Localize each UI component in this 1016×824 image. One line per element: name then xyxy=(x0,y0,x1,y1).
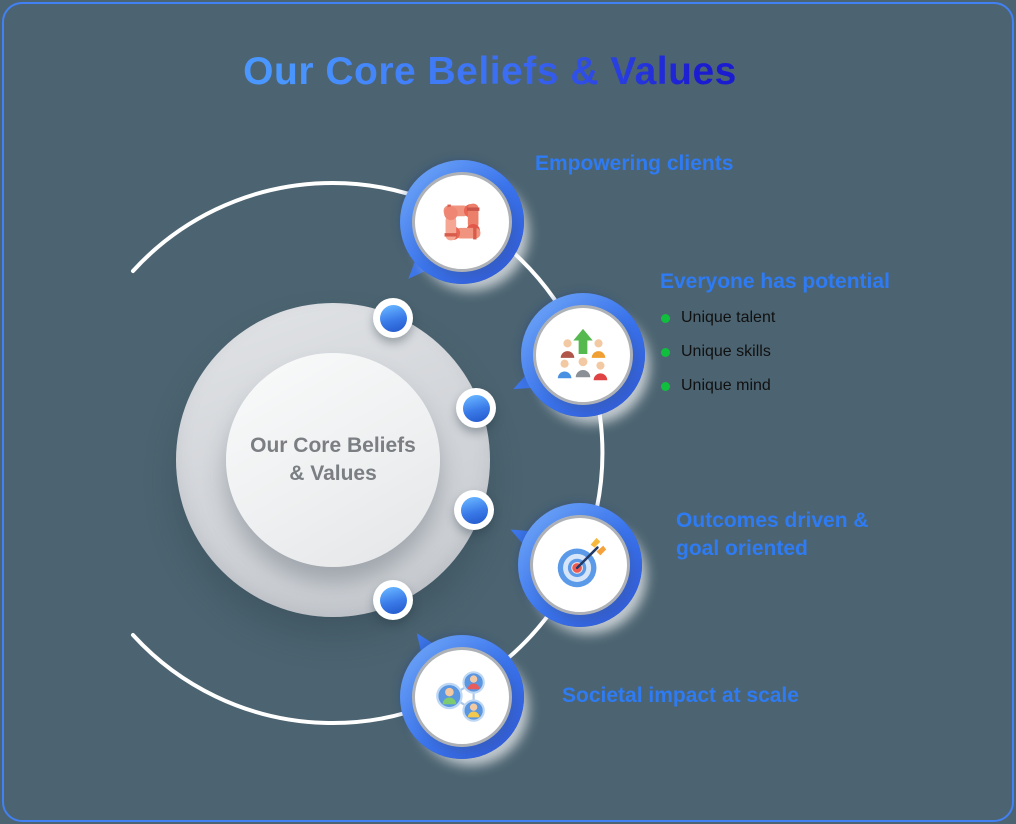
orbit-dot-3 xyxy=(454,490,494,530)
page-title-text: Our Core Beliefs & Values xyxy=(243,50,737,93)
belief-label-empowering-clients: Empowering clients xyxy=(535,152,734,175)
bubble-inner-circle xyxy=(530,515,630,615)
belief-bubble-everyone-has-potential xyxy=(521,293,645,417)
orbit-dot-4 xyxy=(373,580,413,620)
belief-bubble-outcomes-driven xyxy=(518,503,642,627)
bullet-label: Unique skills xyxy=(681,343,771,360)
bullet-label: Unique talent xyxy=(681,309,776,326)
bubble-inner-circle xyxy=(533,305,633,405)
core-label-line2: & Values xyxy=(289,462,377,485)
bullet-item: Unique skills xyxy=(661,335,775,369)
orbit-dot-core xyxy=(460,496,488,524)
belief-label-everyone-has-potential: Everyone has potential xyxy=(660,270,890,293)
belief-bubble-empowering-clients xyxy=(400,160,524,284)
potential-bullet-list: Unique talent Unique skills Unique mind xyxy=(661,301,775,403)
orbit-dot-1 xyxy=(373,298,413,338)
bullet-label: Unique mind xyxy=(681,377,771,394)
orbit-dot-core xyxy=(379,304,407,332)
core-circle: Our Core Beliefs & Values xyxy=(176,303,490,617)
orbit-dot-core xyxy=(379,586,407,614)
people-network-icon xyxy=(436,671,485,722)
bullet-dot-icon xyxy=(661,381,670,391)
belief-label-societal-impact: Societal impact at scale xyxy=(562,684,799,707)
bullet-dot-icon xyxy=(661,313,670,323)
target-arrow-icon xyxy=(557,537,607,588)
page-title: Our Core Beliefs & Values xyxy=(0,50,998,94)
bubble-inner-circle xyxy=(412,172,512,272)
bubble-inner-circle xyxy=(412,647,512,747)
belief-bubble-societal-impact xyxy=(400,635,524,759)
orbit-dot-2 xyxy=(456,388,496,428)
core-label-line1: Our Core Beliefs xyxy=(250,434,416,457)
bullet-dot-icon xyxy=(661,347,670,357)
core-circle-label: Our Core Beliefs & Values xyxy=(226,353,440,567)
belief-label-outcomes-driven: Outcomes driven & goal oriented xyxy=(676,509,869,560)
bullet-item: Unique mind xyxy=(661,369,775,403)
hands-unity-icon xyxy=(443,203,481,241)
orbit-dot-core xyxy=(462,394,490,422)
bullet-item: Unique talent xyxy=(661,301,775,335)
people-growth-icon xyxy=(557,328,608,381)
